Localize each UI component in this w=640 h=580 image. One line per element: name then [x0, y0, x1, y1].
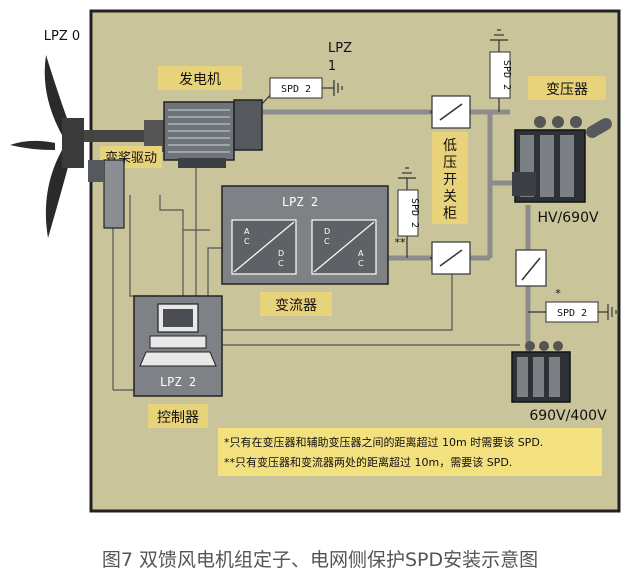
- right-block-bottom2: C: [358, 259, 364, 268]
- converter-lpz-label: LPZ 2: [282, 195, 318, 209]
- transformer-label: 变压器: [546, 82, 588, 98]
- converter-label: 变流器: [275, 298, 317, 314]
- spd-right-label: SPD 2: [557, 308, 587, 319]
- notes-box: [218, 428, 602, 476]
- right-ground-icon: [598, 304, 617, 320]
- blade-front: [10, 140, 55, 150]
- lv-cabinet-char-1: 低: [443, 138, 457, 154]
- left-block-top: A: [244, 227, 250, 236]
- lv-cabinet-char-2: 压: [443, 155, 457, 171]
- aux-transformer-rating: 690V/400V: [529, 408, 607, 424]
- computer-icon: [139, 303, 217, 367]
- top-spd-ground-icon: [490, 29, 508, 112]
- transformer-rating: HV/690V: [537, 210, 599, 226]
- left-block-bottom2: C: [278, 259, 284, 268]
- spd-top-box: [489, 51, 511, 99]
- note-2: **只有变压器和变流器两处的距离超过 10m，需要该 SPD.: [224, 455, 512, 469]
- blade-top: [44, 55, 72, 135]
- generator-machine: [163, 99, 263, 168]
- lv-cabinet-char-4: 关: [443, 189, 457, 205]
- spd-converter-box: [397, 189, 419, 237]
- converter-label-box: [260, 292, 332, 316]
- ground-icon: [322, 80, 343, 96]
- controller-lpz-label: LPZ 2: [160, 375, 196, 389]
- generator-label: 发电机: [179, 72, 221, 88]
- blade-bottom: [45, 150, 72, 238]
- main-transformer: [512, 116, 612, 203]
- right-block-top: D: [324, 227, 330, 236]
- pitch-drive-connector: [88, 160, 104, 182]
- single-star-mark: *: [555, 287, 561, 300]
- spd-generator-label: SPD 2: [281, 84, 311, 95]
- right-block-bottom: A: [358, 249, 364, 258]
- wind-turbine-rotor: [10, 55, 164, 238]
- figure-caption: 图7 双馈风电机组定子、电网侧保护SPD安装示意图: [101, 549, 539, 571]
- right-block-top2: C: [324, 237, 330, 246]
- converter-block-left: A C D C: [231, 219, 297, 275]
- lv-cabinet-char-5: 柜: [443, 206, 457, 222]
- upper-breaker: [431, 95, 471, 129]
- converter-spd-ground-icon: [398, 167, 416, 258]
- lv-cabinet-char-3: 开: [443, 172, 457, 188]
- aux-transformer: [511, 341, 571, 403]
- lpz0-label: LPZ 0: [44, 29, 80, 44]
- main-shaft: [84, 130, 144, 142]
- lv-cabinet-label-box: [432, 132, 468, 224]
- spd-converter-label: SPD 2: [409, 198, 420, 228]
- generator-label-box: [158, 66, 242, 90]
- gearbox: [144, 120, 164, 152]
- controller-label-box: [148, 404, 208, 428]
- transformer-label-box: [528, 76, 606, 100]
- hub: [62, 118, 84, 168]
- left-block-top2: C: [244, 237, 250, 246]
- lpz1-label: LPZ: [328, 41, 352, 56]
- spd-top-label: SPD 2: [501, 60, 512, 90]
- left-block-bottom: D: [278, 249, 284, 258]
- double-star-mark: **: [395, 236, 407, 249]
- note-1: *只有在变压器和辅助变压器之间的距离超过 10m 时需要该 SPD.: [224, 435, 543, 449]
- converter-block-right: D C A C: [311, 219, 377, 275]
- controller-label: 控制器: [157, 410, 199, 426]
- pitch-drive-cabinet: [103, 159, 125, 229]
- lpz1-number: 1: [328, 59, 336, 74]
